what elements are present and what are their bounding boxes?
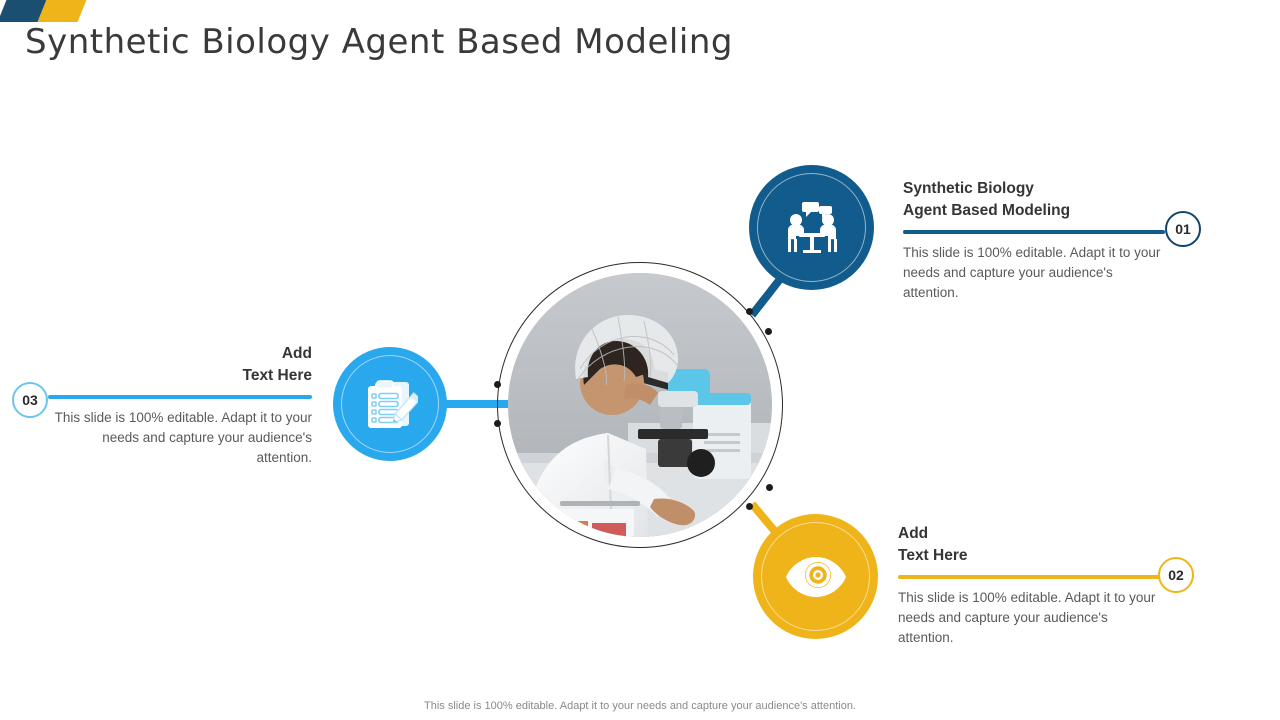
block-03-heading: Add Text Here [48,343,313,388]
icon-circle-02[interactable] [753,514,878,639]
block-01-heading: Synthetic Biology Agent Based Modeling [903,178,1165,223]
content-block-03: Add Text Here This slide is 100% editabl… [48,343,312,469]
inner-ring-02 [761,522,870,631]
connector-line-03 [438,400,510,408]
block-01-heading-line2: Agent Based Modeling [903,202,1071,220]
center-photo-ring [497,262,783,548]
footer-note: This slide is 100% editable. Adapt it to… [424,700,856,712]
company-logo [0,0,96,22]
block-02-body: This slide is 100% editable. Adapt it to… [898,589,1156,646]
icon-circle-03[interactable] [333,347,447,461]
block-02-heading-line2: Text Here [898,547,968,565]
logo-shape-yellow [37,0,87,22]
page-title: Synthetic Biology Agent Based Modeling [25,22,733,62]
block-02-heading-line1: Add [898,525,929,542]
ring-dot-bottom-b [746,503,753,510]
block-01-rule [903,229,1165,234]
ring-dot-left-b [494,420,501,427]
center-photo [508,273,772,537]
ring-dot-top-b [765,328,772,335]
inner-ring-01 [757,173,866,282]
content-block-02: Add Text Here This slide is 100% editabl… [898,523,1160,649]
ring-dot-left-a [494,381,501,388]
ring-dot-bottom-a [766,484,773,491]
block-03-heading-line2: Text Here [242,367,313,385]
content-block-01: Synthetic Biology Agent Based Modeling T… [903,178,1165,304]
block-03-rule [48,394,312,399]
icon-circle-01[interactable] [749,165,874,290]
badge-01[interactable]: 01 [1165,211,1201,247]
block-03-heading-line1: Add [281,345,312,362]
ring-dot-top-a [746,308,753,315]
block-01-body: This slide is 100% editable. Adapt it to… [903,244,1161,301]
block-02-heading: Add Text Here [898,523,1160,568]
meeting-people-icon [787,201,837,253]
block-01-heading-line1: Synthetic Biology [903,180,1034,197]
block-02-rule [898,574,1160,579]
block-03-body: This slide is 100% editable. Adapt it to… [54,409,312,466]
badge-02[interactable]: 02 [1158,557,1194,593]
checklist-pencil-icon [368,380,418,428]
badge-03[interactable]: 03 [12,382,48,418]
eye-magnifier-icon [785,556,846,597]
inner-ring-03 [341,355,439,453]
